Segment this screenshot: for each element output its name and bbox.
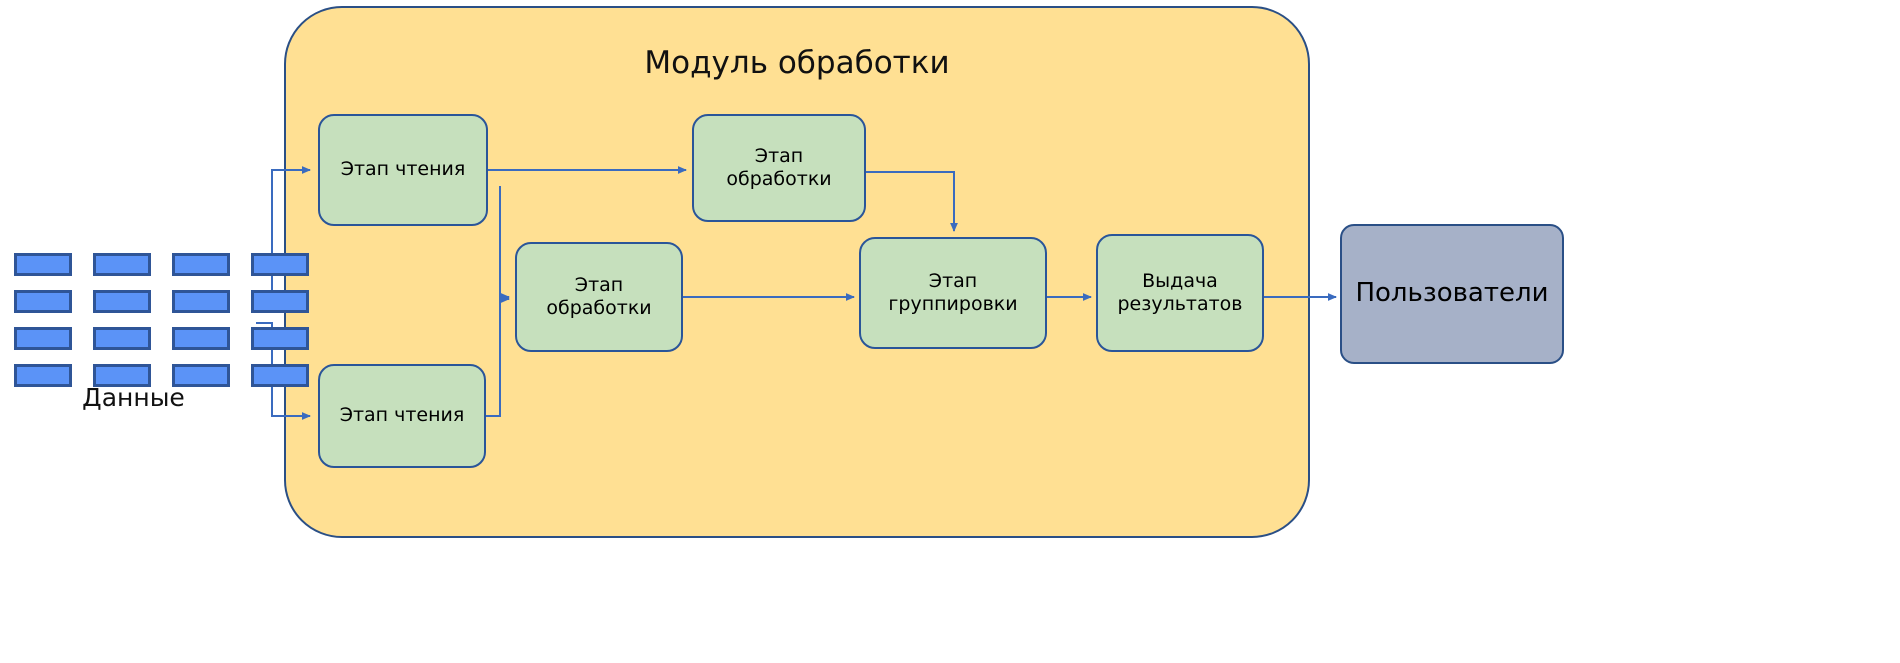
- data-cell: [172, 364, 230, 387]
- data-cell: [251, 253, 309, 276]
- data-cell: [172, 253, 230, 276]
- data-source-label: Данные: [82, 383, 185, 412]
- data-cell: [14, 364, 72, 387]
- data-cell: [14, 327, 72, 350]
- stage-process-1[interactable]: Этап обработки: [692, 114, 866, 222]
- processing-module-title: Модуль обработки: [644, 45, 950, 81]
- data-cell: [93, 364, 151, 387]
- data-cell: [172, 290, 230, 313]
- stage-read-1[interactable]: Этап чтения: [318, 114, 488, 226]
- data-cell: [251, 327, 309, 350]
- arrow-process1-to-group: [866, 171, 958, 232]
- arrow-read1-to-process2: [499, 186, 510, 301]
- data-cell: [251, 364, 309, 387]
- data-cell: [14, 253, 72, 276]
- data-cell: [14, 290, 72, 313]
- stage-group[interactable]: Этап группировки: [859, 237, 1047, 349]
- arrow-read2-to-process2: [486, 295, 510, 417]
- data-cell: [172, 327, 230, 350]
- stage-read-2[interactable]: Этап чтения: [318, 364, 486, 468]
- data-cell: [93, 290, 151, 313]
- data-cell: [251, 290, 309, 313]
- stage-process-2[interactable]: Этап обработки: [515, 242, 683, 352]
- stage-output[interactable]: Выдача результатов: [1096, 234, 1264, 352]
- consumer-users-box[interactable]: Пользователи: [1340, 224, 1564, 364]
- data-cell: [93, 327, 151, 350]
- data-cell: [93, 253, 151, 276]
- data-source-grid: [14, 253, 309, 387]
